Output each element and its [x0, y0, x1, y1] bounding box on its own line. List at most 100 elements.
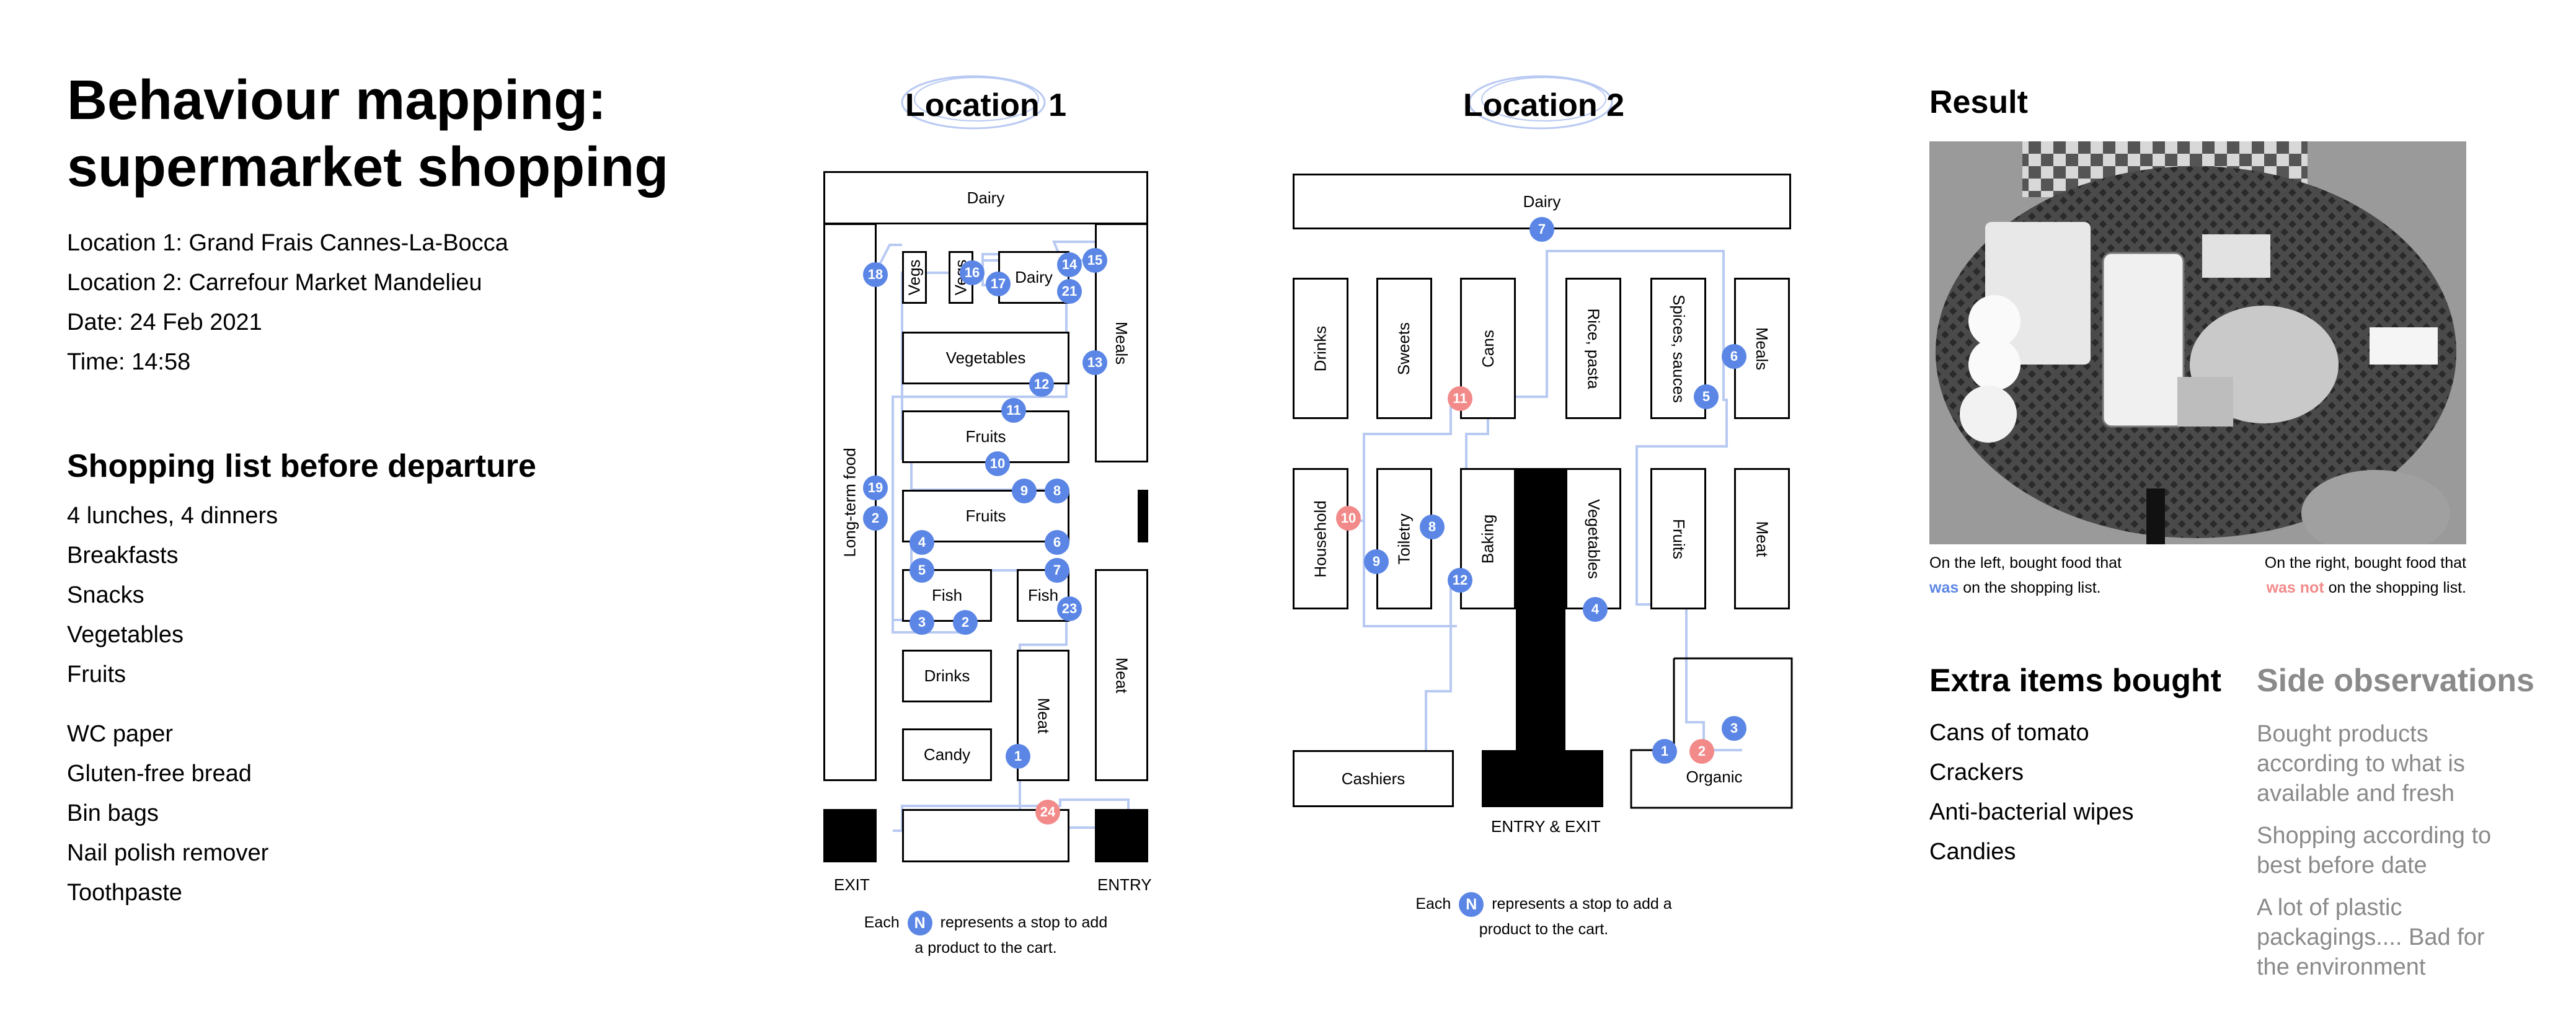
- was-not-highlight: was not: [2266, 579, 2324, 596]
- legend-stop-icon: N: [1459, 892, 1484, 918]
- stop-marker: 21: [1057, 279, 1082, 304]
- list-item: Crackers: [1929, 759, 2024, 785]
- result-heading: Result: [1929, 84, 2028, 120]
- observation-item: A lot of plastic packagings.... Bad for …: [2257, 895, 2485, 980]
- groceries-photo-illustration: [1929, 141, 2466, 544]
- list-item: Breakfasts: [67, 542, 179, 568]
- stop-marker: 17: [986, 272, 1011, 296]
- aisle-long-term-food: Long-term food: [823, 223, 877, 781]
- entry-label: ENTRY: [1097, 875, 1152, 894]
- stop-marker: 3: [1722, 716, 1746, 741]
- aisle-organic-shape: [1630, 657, 1793, 809]
- side-observations-heading: Side observations: [2257, 663, 2534, 699]
- stop-marker: 4: [910, 530, 934, 555]
- extra-items-heading: Extra items bought: [1929, 663, 2221, 699]
- stop-marker: 4: [1583, 597, 1608, 622]
- stop-marker: 14: [1057, 252, 1082, 277]
- aisle-vegetables: Vegetables: [1565, 468, 1621, 609]
- stop-marker: 23: [1057, 596, 1082, 621]
- aisle-toiletry: Toiletry: [1376, 468, 1432, 609]
- entry-exit-label: ENTRY & EXIT: [1491, 817, 1601, 836]
- stop-marker: 13: [1082, 350, 1107, 375]
- info-date: Date: 24 Feb 2021: [67, 309, 262, 335]
- exit-block: [823, 809, 877, 862]
- aisle-organic-label: Organic: [1686, 767, 1743, 786]
- stop-marker: 8: [1420, 515, 1445, 539]
- shopping-list-group2: WC paper Gluten-free bread Bin bags Nail…: [67, 714, 268, 913]
- stop-marker: 16: [960, 260, 985, 285]
- list-item: WC paper: [67, 721, 174, 747]
- stop-marker-unplanned: 2: [1689, 739, 1714, 764]
- stop-marker-unplanned: 10: [1336, 506, 1361, 531]
- aisle-household: Household: [1293, 468, 1348, 609]
- stop-marker: 8: [1045, 479, 1069, 503]
- list-item: Cans of tomato: [1929, 720, 2089, 746]
- stop-marker: 7: [1045, 558, 1069, 583]
- stop-marker: 7: [1529, 217, 1554, 242]
- result-photo: [1929, 141, 2466, 544]
- aisle-candy: Candy: [902, 728, 992, 781]
- aisle-meat: Meat: [1734, 468, 1790, 609]
- stop-marker: 9: [1012, 479, 1037, 503]
- stop-marker: 10: [985, 451, 1010, 476]
- list-item: Candies: [1929, 839, 2016, 865]
- entry-block: [1095, 809, 1148, 862]
- aisle-drinks: Drinks: [902, 650, 992, 702]
- list-item: Toothpaste: [67, 880, 182, 906]
- aisle-drinks: Drinks: [1293, 278, 1348, 419]
- stop-marker: 19: [863, 475, 888, 500]
- list-item: 4 lunches, 4 dinners: [67, 503, 278, 529]
- aisle-fruits-2: Fruits: [902, 490, 1069, 542]
- title-swirl-2: [1468, 75, 1613, 130]
- stop-marker: 2: [953, 610, 978, 635]
- page-title: Behaviour mapping: supermarket shopping: [67, 69, 669, 198]
- shopping-list-group1: 4 lunches, 4 dinners Breakfasts Snacks V…: [67, 496, 278, 694]
- info-time: Time: 14:58: [67, 349, 191, 375]
- location2-legend: Each N represents a stop to add a produc…: [1389, 891, 1699, 942]
- aisle-rice-pasta: Rice, pasta: [1565, 278, 1621, 419]
- location2-title: Location 2: [1463, 87, 1625, 123]
- stop-marker: 12: [1448, 568, 1472, 593]
- observation-item: Shopping according to best before date: [2257, 823, 2492, 878]
- list-item: Fruits: [67, 661, 126, 688]
- stop-marker: 5: [1694, 384, 1719, 409]
- was-highlight: was: [1929, 579, 1959, 596]
- info-location2: Location 2: Carrefour Market Mandelieu: [67, 270, 482, 296]
- aisle-fruits: Fruits: [1650, 468, 1706, 609]
- aisle-fruits-1: Fruits: [902, 410, 1069, 463]
- list-item: Snacks: [67, 582, 144, 608]
- side-observations-list: Bought products according to what is ava…: [2257, 719, 2491, 982]
- stop-marker: 5: [910, 558, 934, 583]
- list-item: Nail polish remover: [67, 840, 269, 866]
- aisle-dairy-top: Dairy: [823, 171, 1148, 224]
- stop-marker: 12: [1029, 372, 1054, 397]
- stop-marker: 6: [1722, 344, 1746, 369]
- title-swirl-1: [901, 75, 1046, 130]
- aisle-vegs-1: Vegs: [902, 251, 927, 304]
- result-caption-right: On the right, bought food that was not o…: [2264, 554, 2466, 596]
- list-item: Bin bags: [67, 800, 159, 826]
- stop-marker-unplanned: 24: [1035, 800, 1060, 825]
- stop-marker: 9: [1364, 549, 1389, 574]
- shopping-list-heading: Shopping list before departure: [67, 448, 536, 484]
- extra-items-list: Cans of tomato Crackers Anti-bacterial w…: [1929, 713, 2133, 872]
- visit-info: Location 1: Grand Frais Cannes-La-Bocca …: [67, 223, 508, 382]
- stop-marker-unplanned: 11: [1448, 386, 1472, 411]
- aisle-meat-right: Meat: [1095, 569, 1148, 781]
- exit-label: EXIT: [834, 875, 870, 894]
- location1-title: Location 1: [905, 87, 1067, 123]
- stop-marker: 15: [1082, 248, 1107, 273]
- wall-block: [1138, 490, 1148, 542]
- entry-exit-corridor: [1516, 468, 1565, 806]
- stop-marker: 11: [1001, 398, 1026, 423]
- stop-marker: 1: [1006, 744, 1030, 769]
- list-item: Anti-bacterial wipes: [1929, 799, 2134, 825]
- stop-marker: 1: [1652, 739, 1677, 764]
- stop-marker: 3: [910, 610, 934, 635]
- entry-exit-block: [1482, 750, 1603, 807]
- cashiers: Cashiers: [1293, 750, 1454, 807]
- list-item: Gluten-free bread: [67, 761, 252, 787]
- location1-legend: Each N represents a stop to add a produc…: [859, 910, 1113, 960]
- stop-marker: 2: [863, 506, 888, 531]
- result-caption-left: On the left, bought food that was on the…: [1929, 554, 2122, 596]
